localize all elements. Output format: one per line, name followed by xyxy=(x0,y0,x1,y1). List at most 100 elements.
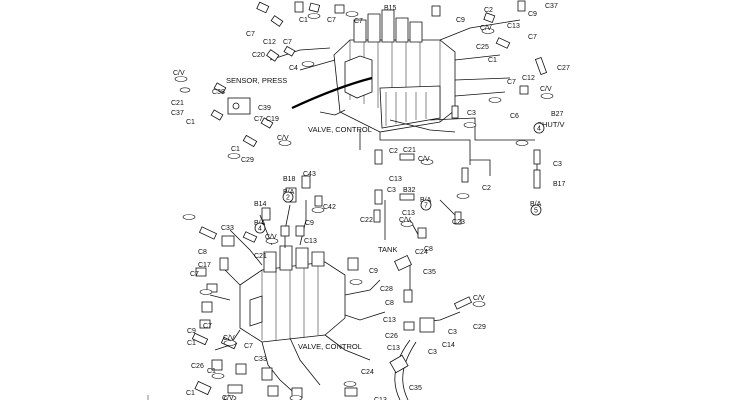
part-label: B15 xyxy=(384,5,397,12)
part-label: B27 xyxy=(551,111,564,118)
part-label: C/V xyxy=(277,135,289,142)
part-label: C7 xyxy=(190,271,199,278)
part-label: C1 xyxy=(299,17,308,24)
part-label: C2 xyxy=(484,7,493,14)
part-label: C26 xyxy=(191,363,204,370)
part-label: C1 xyxy=(488,57,497,64)
component-callout: SENSOR, PRESS xyxy=(226,76,287,85)
part-label: C17 xyxy=(198,262,211,269)
part-label: C7 xyxy=(244,343,253,350)
part-label: C9 xyxy=(456,17,465,24)
circled-reference: 2 xyxy=(282,191,294,203)
part-label: C7 xyxy=(528,34,537,41)
part-label: C27 xyxy=(557,65,570,72)
part-label: C6 xyxy=(510,113,519,120)
part-label: B32 xyxy=(403,187,416,194)
part-label: C/V xyxy=(265,234,277,241)
circled-number: 4 xyxy=(537,126,541,133)
part-label: C24 xyxy=(361,369,374,376)
part-label: C3 xyxy=(553,161,562,168)
part-label: C4 xyxy=(289,65,298,72)
part-label: C13 xyxy=(389,176,402,183)
part-label: C1 xyxy=(186,119,195,126)
part-label: C7 xyxy=(283,39,292,46)
part-label: B18 xyxy=(283,176,296,183)
part-label: C7 xyxy=(254,116,263,123)
part-label: C33 xyxy=(254,356,267,363)
upper-control-valve xyxy=(333,9,456,133)
fittings xyxy=(191,0,548,399)
part-label: C13 xyxy=(304,238,317,245)
part-label: C1 xyxy=(231,146,240,153)
part-label: C26 xyxy=(385,333,398,340)
part-label: C9 xyxy=(305,220,314,227)
part-label: C13 xyxy=(383,317,396,324)
component-callout: TANK xyxy=(378,245,397,254)
part-label: C28 xyxy=(380,286,393,293)
part-label: C1 xyxy=(187,340,196,347)
part-label: C3 xyxy=(428,349,437,356)
lower-control-valve xyxy=(239,245,346,343)
part-label: C24 xyxy=(415,249,428,256)
part-label: C21 xyxy=(171,100,184,107)
part-label: C/V xyxy=(418,156,430,163)
part-label: C/V xyxy=(540,86,552,93)
part-label: C/V xyxy=(222,395,234,400)
part-label: C20 xyxy=(252,52,265,59)
part-label: C21 xyxy=(254,253,267,260)
part-label: C38 xyxy=(212,89,225,96)
part-label: C25 xyxy=(476,44,489,51)
part-label: C43 xyxy=(303,171,316,178)
part-label: C29 xyxy=(473,324,486,331)
part-label: C29 xyxy=(241,157,254,164)
part-label: C9 xyxy=(369,268,378,275)
part-label: C13 xyxy=(402,210,415,217)
pointer-line xyxy=(291,76,373,109)
part-label: C35 xyxy=(423,269,436,276)
part-label: C35 xyxy=(409,385,422,392)
part-label: C8 xyxy=(198,249,207,256)
part-label: C/V xyxy=(173,70,185,77)
part-label: C42 xyxy=(323,204,336,211)
part-label: C/V xyxy=(399,217,411,224)
circled-number: 2 xyxy=(286,195,290,202)
part-label: C13 xyxy=(387,345,400,352)
part-label: C2 xyxy=(482,185,491,192)
circled-reference: 4 xyxy=(254,222,266,234)
circled-reference: 4 xyxy=(533,122,545,134)
part-label: C12 xyxy=(263,39,276,46)
part-label: C23 xyxy=(452,219,465,226)
part-label: C14 xyxy=(442,342,455,349)
component-callout: VALVE, CONTROL xyxy=(308,125,372,134)
circled-number: 7 xyxy=(424,203,428,210)
part-label: C37 xyxy=(545,3,558,10)
component-callout: VALVE, CONTROL xyxy=(298,342,362,351)
part-label: C21 xyxy=(403,147,416,154)
part-label: C13 xyxy=(374,397,387,400)
part-label: C/V xyxy=(473,295,485,302)
circled-reference: 7 xyxy=(420,199,432,211)
part-label: C9 xyxy=(187,328,196,335)
circled-number: 5 xyxy=(534,208,538,215)
part-label: C33 xyxy=(221,225,234,232)
part-label: B14 xyxy=(254,201,267,208)
part-label: C12 xyxy=(522,75,535,82)
component-callout: SHUT/V xyxy=(537,120,565,129)
part-label: C7 xyxy=(327,17,336,24)
part-label: C7 xyxy=(507,79,516,86)
tag-ovals xyxy=(174,11,554,400)
part-label: B17 xyxy=(553,181,566,188)
part-label: C37 xyxy=(171,110,184,117)
hose-lines xyxy=(209,19,538,400)
part-label: C8 xyxy=(385,300,394,307)
part-label: C/V xyxy=(480,25,492,32)
part-label: C3 xyxy=(467,110,476,117)
part-label: C3 xyxy=(448,329,457,336)
circled-number: 4 xyxy=(258,226,262,233)
part-label: C1 xyxy=(207,368,216,375)
part-label: C9 xyxy=(528,11,537,18)
part-label: C7 xyxy=(246,31,255,38)
part-label: C7 xyxy=(203,323,212,330)
